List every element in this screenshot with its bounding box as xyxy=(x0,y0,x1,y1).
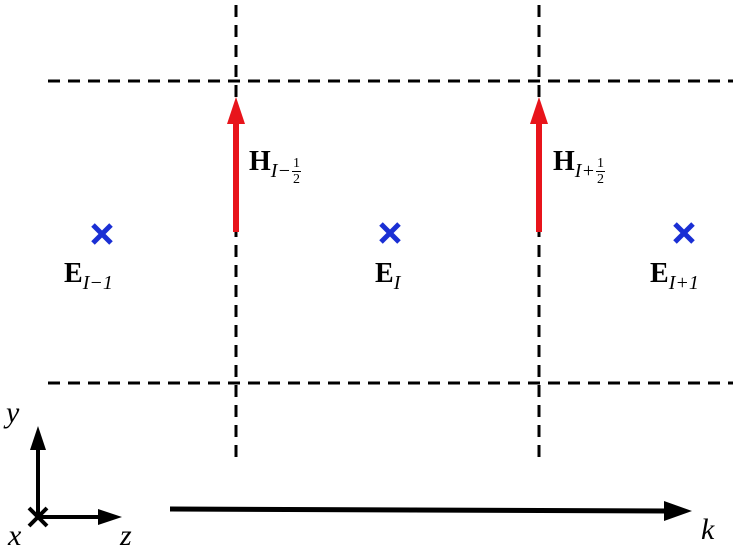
e-marker-next xyxy=(673,222,695,244)
h-prev-symbol: H xyxy=(249,146,271,177)
e-prev-subscript: I−1 xyxy=(82,272,113,294)
h-prev-frac-num: 1 xyxy=(291,155,301,172)
e-next-symbol: E xyxy=(650,258,669,289)
h-arrow-next xyxy=(530,97,548,232)
grid-lines xyxy=(48,5,733,462)
e-curr-symbol: E xyxy=(375,258,394,289)
y-axis-arrowhead xyxy=(30,426,46,450)
k-axis-label: k xyxy=(701,513,715,546)
e-marker-curr xyxy=(379,222,401,244)
h-next-symbol: H xyxy=(553,146,575,177)
e-prev-symbol: E xyxy=(64,258,83,289)
h-arrow-prev xyxy=(227,97,245,232)
k-arrow xyxy=(169,501,692,521)
z-axis-arrowhead xyxy=(98,509,122,525)
h-next-subscript: I+ xyxy=(574,160,595,182)
y-axis-label: y xyxy=(6,396,20,429)
x-axis-label: x xyxy=(8,519,22,552)
e-next-label: EI+1 xyxy=(650,258,699,294)
x-axis-cross-b xyxy=(27,506,49,528)
e-curr-subscript: I xyxy=(393,272,401,294)
h-prev-frac-den: 2 xyxy=(292,171,300,187)
e-curr-label: EI xyxy=(375,258,400,294)
e-marker-prev xyxy=(91,223,113,245)
h-prev-subscript: I− xyxy=(270,160,291,182)
e-prev-label: EI−1 xyxy=(64,258,113,294)
z-axis-label: z xyxy=(120,519,132,552)
e-next-subscript: I+1 xyxy=(668,272,699,294)
h-next-frac-den: 2 xyxy=(596,171,604,187)
coordinate-axes xyxy=(27,426,122,528)
h-next-frac-num: 1 xyxy=(595,155,605,172)
